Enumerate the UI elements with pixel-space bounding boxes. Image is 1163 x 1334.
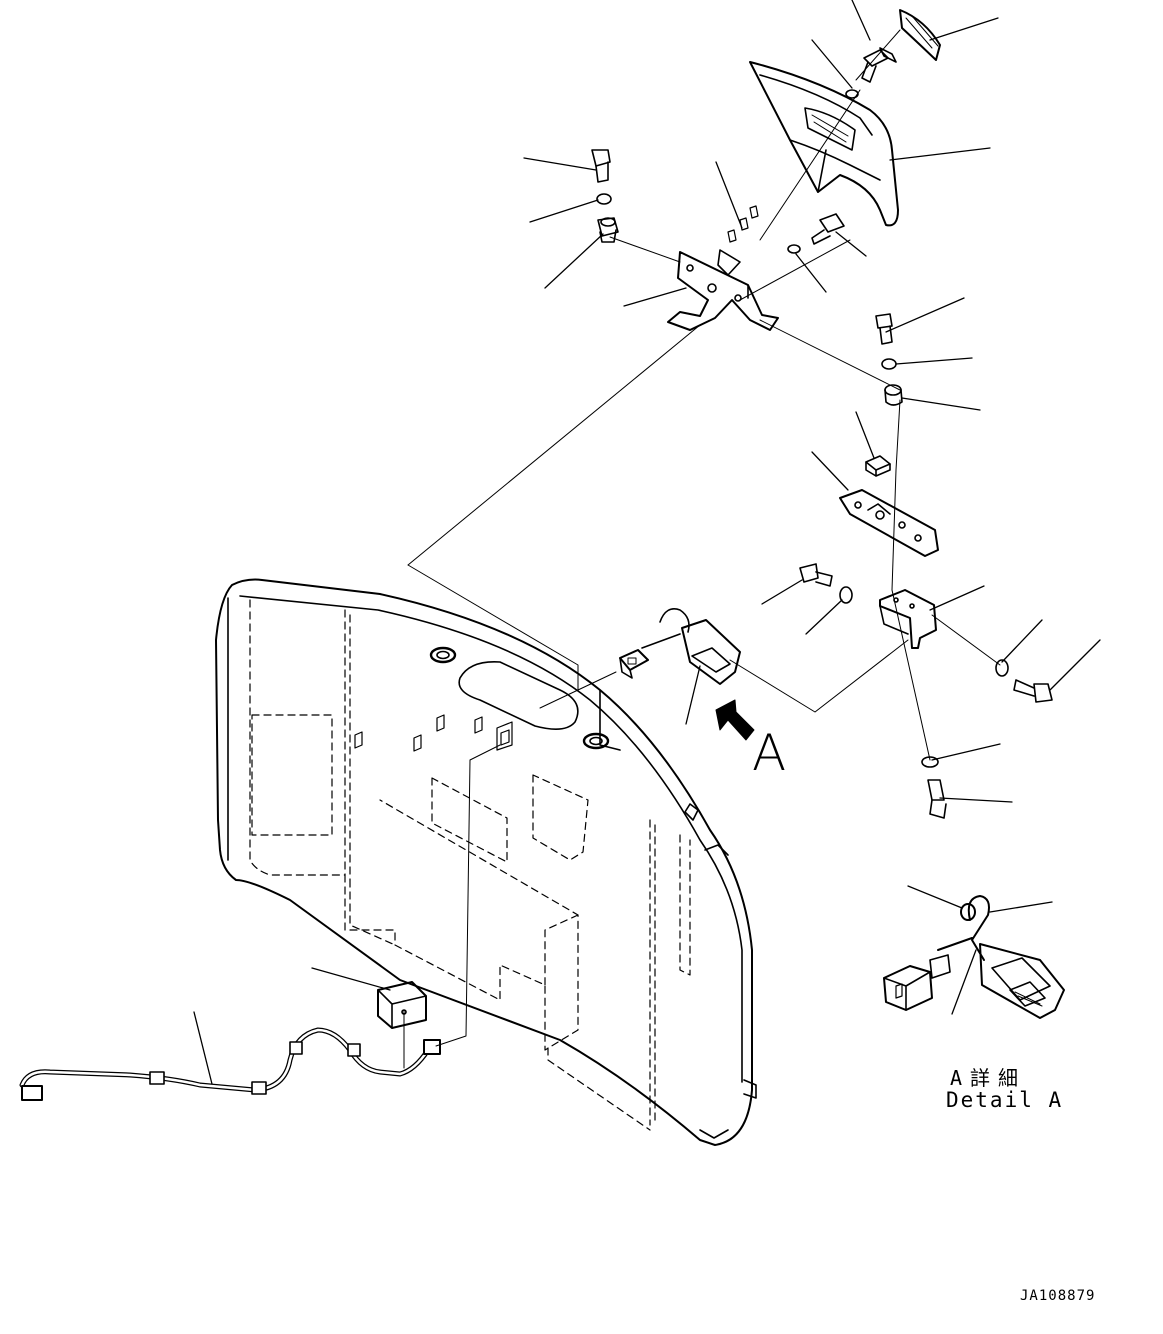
assembly-lines [403,29,1001,1069]
leader-lines [193,0,1101,1085]
detail-title-english: Detail A [946,1088,1064,1112]
lamp-unit [619,608,741,685]
hood-panel [215,578,757,1146]
view-a-label: A [752,724,787,782]
wiring-harness [19,1027,441,1101]
detail-a-drawing [883,895,1065,1019]
fasteners [591,47,1053,819]
mounting-plate [839,489,939,557]
drawing-number: JA108879 [1020,1288,1096,1304]
lamp-cover [749,61,899,227]
detail-title-japanese: A詳細 [950,1066,1027,1090]
angle-bracket [879,589,937,649]
view-arrow [715,699,755,741]
emblem-plate [899,9,941,61]
lamp-bracket [667,249,779,331]
